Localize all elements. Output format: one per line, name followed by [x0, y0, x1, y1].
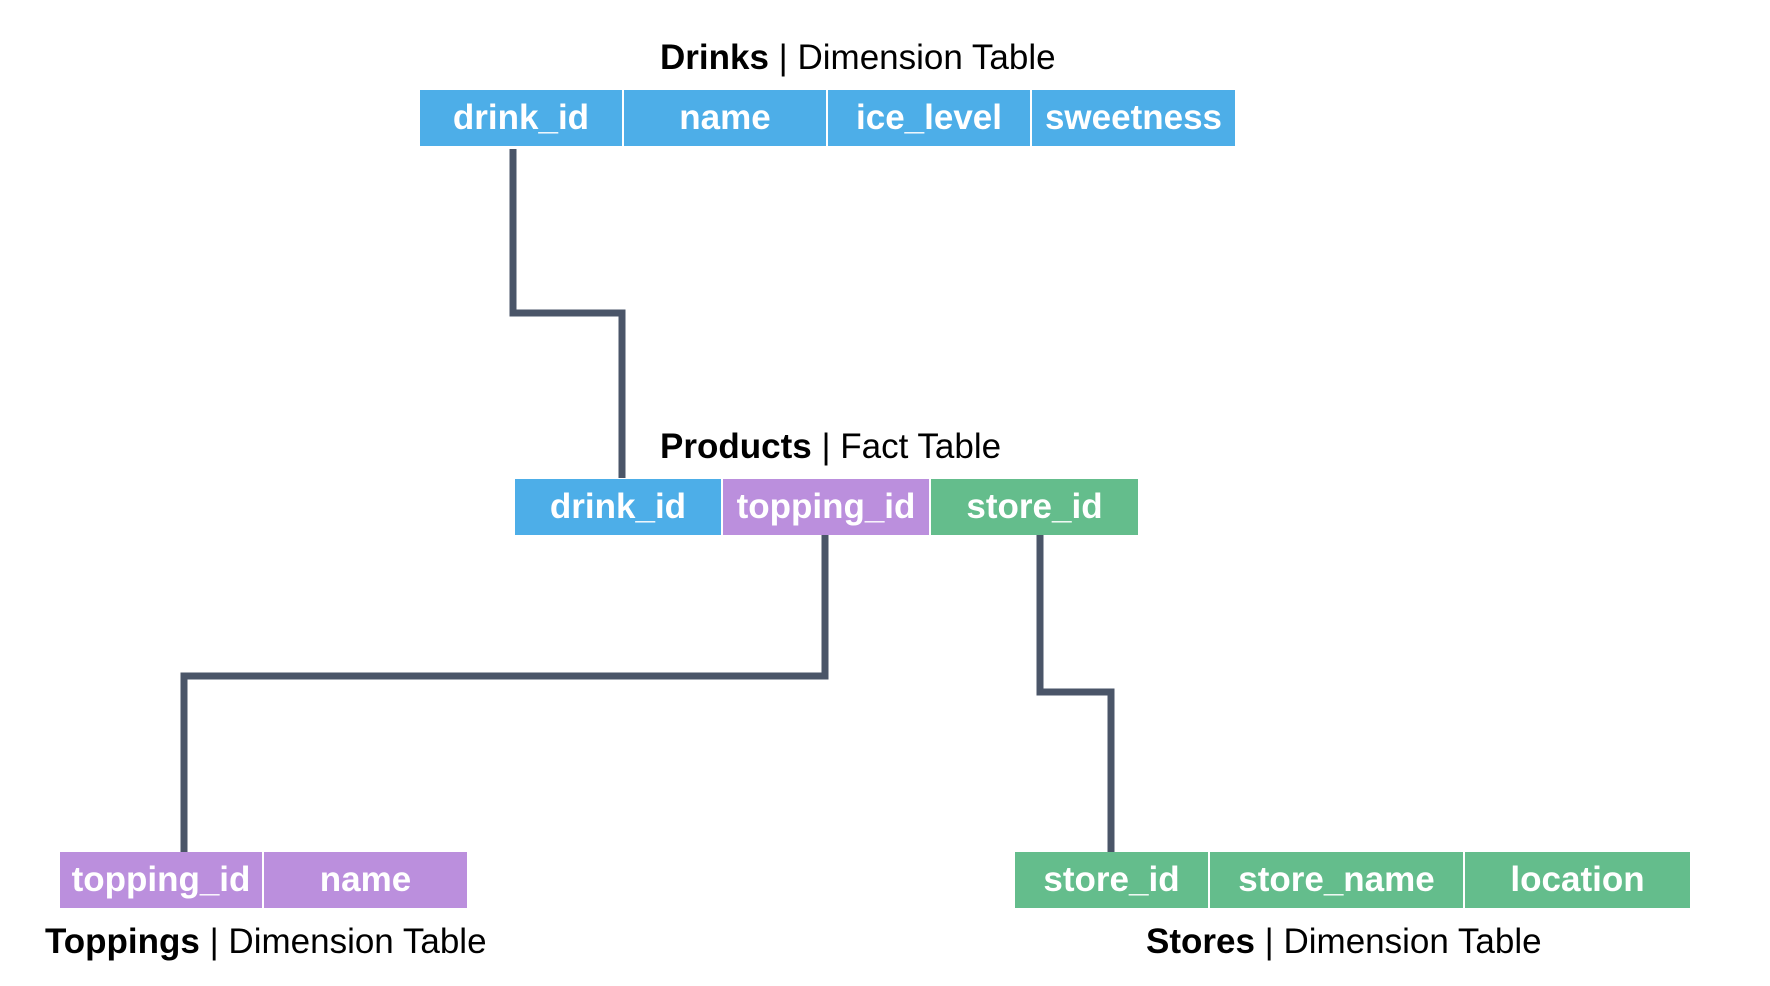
drinks-column: sweetness: [1032, 90, 1235, 146]
products-table-title: Products | Fact Table: [660, 427, 1001, 467]
stores-column: store_id: [1015, 852, 1210, 908]
products-column: topping_id: [723, 479, 931, 535]
stores-column: location: [1465, 852, 1690, 908]
toppings-table-name: Toppings: [45, 922, 200, 961]
products-table-kind: | Fact Table: [821, 427, 1002, 466]
products-column: drink_id: [515, 479, 723, 535]
drinks-column: ice_level: [828, 90, 1032, 146]
toppings-table-kind: | Dimension Table: [209, 922, 487, 961]
drinks-column: name: [624, 90, 828, 146]
connector-products-stores: [1036, 535, 1115, 852]
stores-table-title: Stores | Dimension Table: [1146, 922, 1542, 962]
drinks-table-title: Drinks | Dimension Table: [660, 38, 1056, 78]
stores-table-kind: | Dimension Table: [1264, 922, 1542, 961]
drinks-column: drink_id: [420, 90, 624, 146]
toppings-table-title: Toppings | Dimension Table: [45, 922, 487, 962]
connector-products-toppings: [180, 535, 829, 852]
drinks-table-kind: | Dimension Table: [778, 38, 1056, 77]
products-table-name: Products: [660, 427, 812, 466]
drinks-table: drink_id name ice_level sweetness: [420, 90, 1235, 146]
toppings-column: topping_id: [60, 852, 264, 908]
stores-table: store_id store_name location: [1015, 852, 1690, 908]
stores-table-name: Stores: [1146, 922, 1255, 961]
toppings-column: name: [264, 852, 467, 908]
products-column: store_id: [931, 479, 1138, 535]
products-table: drink_id topping_id store_id: [515, 479, 1138, 535]
toppings-table: topping_id name: [60, 852, 467, 908]
connector-drinks-products: [509, 149, 626, 478]
stores-column: store_name: [1210, 852, 1465, 908]
drinks-table-name: Drinks: [660, 38, 769, 77]
